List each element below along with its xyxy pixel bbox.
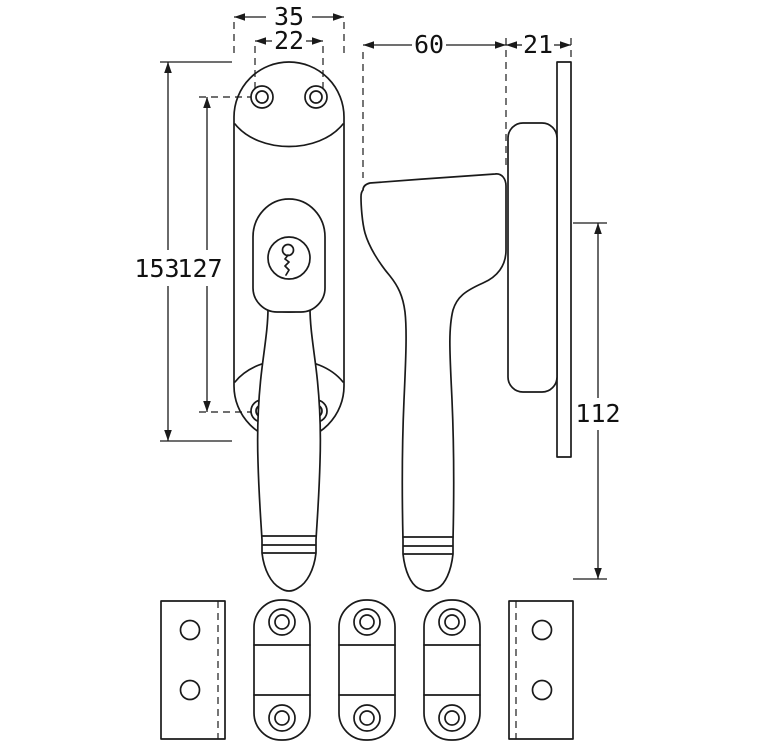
- keeper-2: [338, 599, 396, 741]
- keeper-1: [253, 599, 311, 741]
- screw-top-right: [304, 85, 328, 109]
- side-grip-rings: [402, 536, 454, 555]
- dim-label-60: 60: [414, 30, 444, 59]
- front-view: [233, 61, 345, 592]
- dim-label-112: 112: [575, 399, 620, 428]
- dim-height-screws: 127: [177, 96, 251, 413]
- side-frame-plate: [556, 61, 572, 458]
- side-view: [360, 61, 572, 592]
- dim-depth-plate: 21: [506, 30, 572, 59]
- front-grip-rings: [261, 535, 317, 554]
- dim-height-total: 153: [134, 61, 232, 442]
- front-grip: [256, 307, 322, 592]
- dimensions: 35 22 60 21 153: [134, 2, 621, 580]
- dim-height-handle: 112: [573, 222, 621, 580]
- dim-label-22: 22: [274, 26, 304, 55]
- dim-label-21: 21: [523, 30, 553, 59]
- keeper-3: [423, 599, 481, 741]
- dim-label-35: 35: [274, 2, 304, 31]
- keyhole: [267, 236, 311, 280]
- side-handle: [360, 173, 507, 592]
- dim-label-127: 127: [177, 254, 222, 283]
- keyhole-stem: [284, 254, 290, 276]
- side-backplate-profile: [507, 122, 558, 393]
- dim-label-153: 153: [134, 254, 179, 283]
- mounting-plate-left: [160, 600, 226, 740]
- dim-width-total: 35: [233, 2, 345, 58]
- dim-width-inner: 22: [254, 26, 324, 88]
- dim-depth-handle: 60: [362, 30, 507, 178]
- front-top-arc: [234, 123, 344, 148]
- mounting-parts: [160, 599, 574, 741]
- mounting-plate-right: [508, 600, 574, 740]
